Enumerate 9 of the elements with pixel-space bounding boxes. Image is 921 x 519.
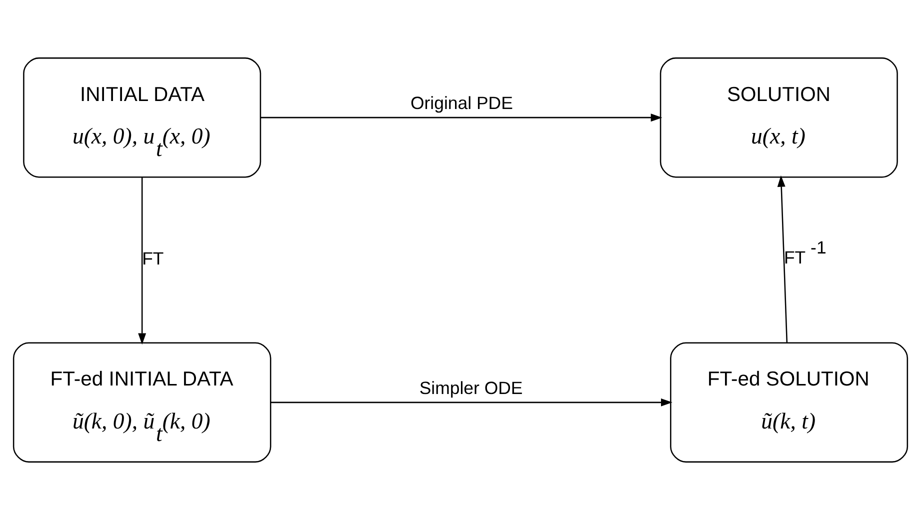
arrow bbox=[270, 398, 672, 406]
arrow bbox=[777, 174, 788, 342]
edge-label: Simpler ODE bbox=[419, 377, 523, 398]
arrow bbox=[138, 176, 146, 344]
node-box: FT-ed SOLUTION ũ(k, t) bbox=[670, 342, 908, 462]
edge-label: FT bbox=[142, 248, 164, 268]
arrow bbox=[260, 113, 662, 122]
edge-label: Original PDE bbox=[410, 92, 513, 112]
node-box: SOLUTION u(x, t) bbox=[660, 56, 898, 178]
